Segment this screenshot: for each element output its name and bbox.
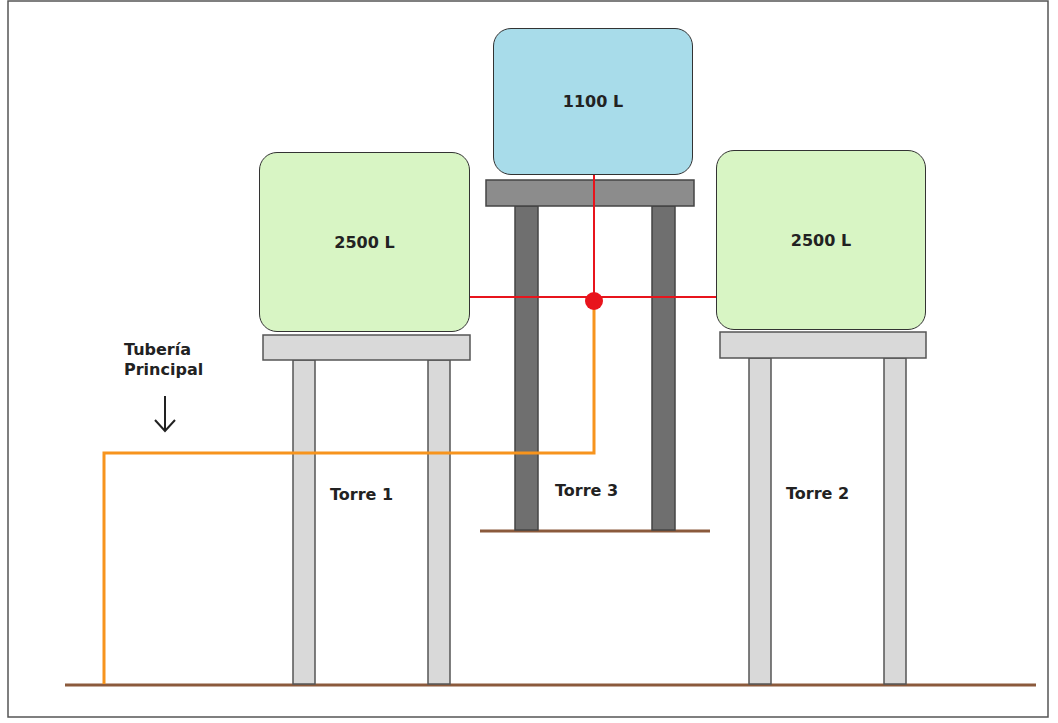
pipe-label: Tubería Principal — [124, 340, 224, 380]
pointer-arrow — [155, 420, 175, 431]
main-pipe — [104, 305, 594, 684]
tower-leg — [749, 358, 771, 684]
tank-capacity: 1100 L — [563, 92, 623, 111]
pointer-arrow — [164, 396, 166, 430]
tank-capacity: 2500 L — [791, 231, 851, 250]
tower-leg — [293, 360, 315, 684]
tower-leg — [515, 206, 538, 530]
junction-dot — [585, 292, 603, 310]
connecting-pipe — [470, 175, 594, 297]
tank-capacity: 2500 L — [334, 233, 394, 252]
tower-leg — [428, 360, 450, 684]
tower-leg — [884, 358, 906, 684]
tower-label: Torre 3 — [555, 481, 618, 501]
tower-platform — [720, 332, 926, 358]
connecting-pipe — [594, 175, 716, 297]
tower-label: Torre 2 — [786, 484, 849, 504]
frame — [8, 1, 1048, 717]
tower-leg — [652, 206, 675, 530]
tower-platform — [263, 335, 470, 360]
water-tank: 2500 L — [259, 152, 470, 332]
water-tank: 1100 L — [493, 28, 693, 175]
tower-label: Torre 1 — [330, 485, 393, 505]
water-tank: 2500 L — [716, 150, 926, 330]
tower-platform — [486, 180, 694, 206]
